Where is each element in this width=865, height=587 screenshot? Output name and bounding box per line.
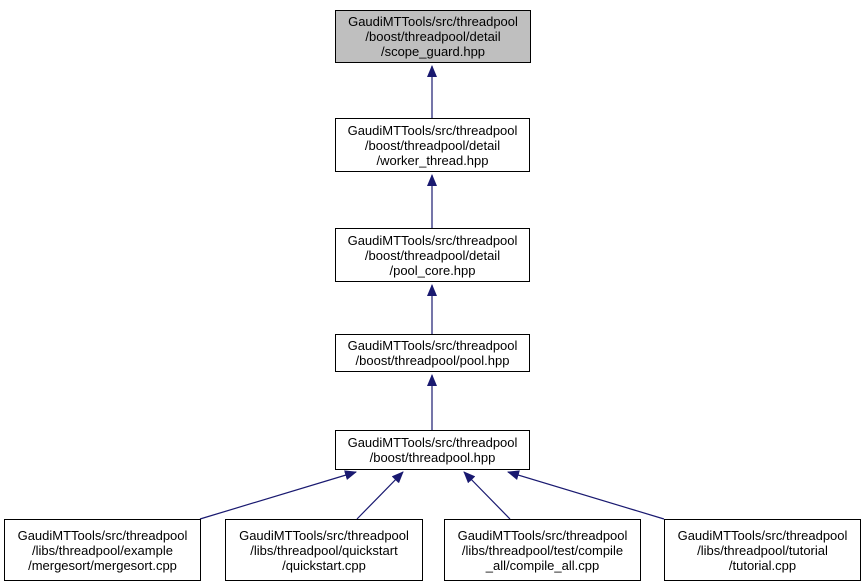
node-label-line: /libs/threadpool/test/compile	[461, 542, 624, 558]
node-label-line: GaudiMTTools/src/threadpool	[348, 14, 518, 29]
edge-quickstart-to-threadpool-hpp	[356, 471, 404, 520]
node-label-line: GaudiMTTools/src/threadpool	[347, 435, 518, 450]
node-label-line: /boost/threadpool/detail	[364, 137, 501, 153]
node-pool-hpp[interactable]: GaudiMTTools/src/threadpool /boost/threa…	[335, 334, 530, 372]
node-label-line: GaudiMTTools/src/threadpool	[347, 232, 518, 248]
node-label-line: /scope_guard.hpp	[380, 44, 486, 59]
node-label-line: GaudiMTTools/src/threadpool	[677, 527, 848, 543]
node-label-line: GaudiMTTools/src/threadpool	[347, 338, 518, 353]
node-compile-all-cpp[interactable]: GaudiMTTools/src/threadpool /libs/thread…	[444, 519, 641, 581]
node-label-line: /tutorial.cpp	[728, 557, 797, 573]
node-label-line: /mergesort/mergesort.cpp	[28, 557, 177, 573]
edge-tutorial-to-threadpool-hpp	[507, 470, 665, 520]
node-label-line: /libs/threadpool/example	[32, 542, 173, 558]
node-scope-guard-hpp[interactable]: GaudiMTTools/src/threadpool /boost/threa…	[335, 10, 531, 63]
node-label-line: /boost/threadpool.hpp	[369, 450, 496, 465]
node-label-line: GaudiMTTools/src/threadpool	[347, 122, 518, 138]
node-label-line: /libs/threadpool/tutorial	[697, 542, 828, 558]
node-label-line: GaudiMTTools/src/threadpool	[17, 527, 188, 543]
node-label-line: /boost/threadpool/pool.hpp	[355, 353, 510, 368]
node-mergesort-cpp[interactable]: GaudiMTTools/src/threadpool /libs/thread…	[4, 519, 201, 581]
node-quickstart-cpp[interactable]: GaudiMTTools/src/threadpool /libs/thread…	[225, 519, 423, 581]
node-label-line: /worker_thread.hpp	[376, 152, 489, 168]
node-threadpool-hpp[interactable]: GaudiMTTools/src/threadpool /boost/threa…	[335, 430, 530, 470]
node-label-line: /quickstart.cpp	[282, 557, 366, 573]
node-label-line: /pool_core.hpp	[389, 262, 476, 278]
node-tutorial-cpp[interactable]: GaudiMTTools/src/threadpool /libs/thread…	[664, 519, 861, 581]
node-pool-core-hpp[interactable]: GaudiMTTools/src/threadpool /boost/threa…	[335, 228, 530, 282]
node-label-line: /boost/threadpool/detail	[365, 29, 501, 44]
node-label-line: GaudiMTTools/src/threadpool	[457, 527, 628, 543]
edge-mergesort-to-threadpool-hpp	[199, 470, 357, 520]
edge-compile-all-to-threadpool-hpp	[463, 471, 511, 520]
node-label-line: /libs/threadpool/quickstart	[250, 542, 398, 558]
node-label-line: /boost/threadpool/detail	[364, 247, 501, 263]
node-label-line: GaudiMTTools/src/threadpool	[239, 527, 409, 543]
node-worker-thread-hpp[interactable]: GaudiMTTools/src/threadpool /boost/threa…	[335, 118, 530, 172]
node-label-line: _all/compile_all.cpp	[485, 557, 600, 573]
